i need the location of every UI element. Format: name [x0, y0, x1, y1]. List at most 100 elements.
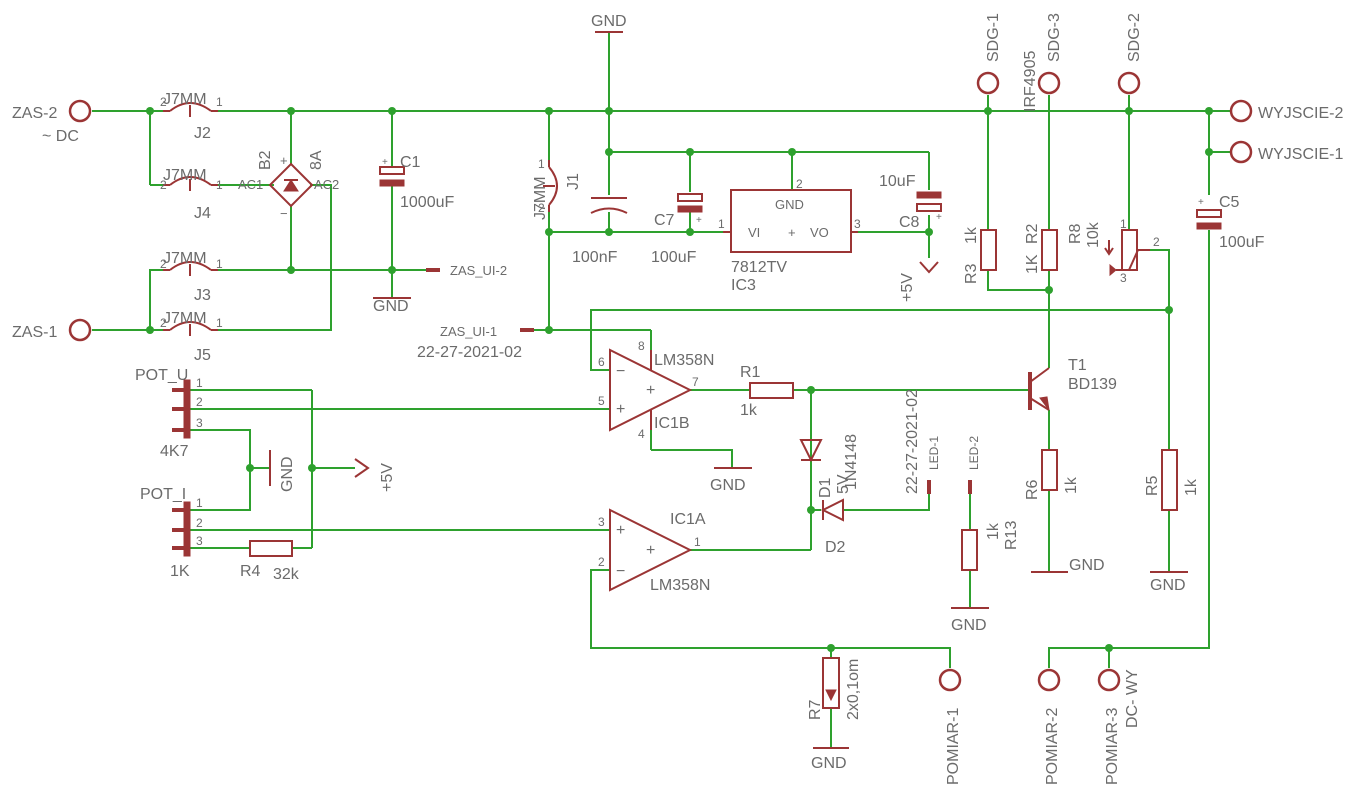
schematic-label: 22-27-2021-02 [904, 389, 921, 494]
schematic-label: POMIAR-3 [1104, 708, 1121, 785]
schematic-label: 1 [538, 157, 545, 171]
schematic-label: 7 [692, 375, 699, 389]
schematic-label: 2 [796, 177, 803, 191]
opamps [609, 348, 693, 592]
pad-zas2 [68, 99, 92, 123]
schematic-label: 2 [160, 178, 167, 192]
schematic-label: 2x0,1om [845, 659, 862, 720]
capacitors [379, 166, 1222, 230]
jumper-j4 [163, 176, 218, 191]
schematic-label: + [646, 382, 655, 399]
label-zas1: ZAS-1 [12, 324, 57, 341]
schematic-label: IC3 [731, 277, 756, 294]
schematic-label: 1 [216, 95, 223, 109]
schematic-label: − [280, 206, 288, 221]
schematic-label: 2 [160, 257, 167, 271]
schematic-label: WYJSCIE-1 [1258, 146, 1343, 163]
schematic-label: VO [810, 225, 829, 240]
schematic-label: 6 [598, 355, 605, 369]
schematic-label: C8 [899, 214, 920, 231]
schematic-label: 10k [1085, 221, 1102, 248]
schematic-label: 1N4148 [843, 434, 860, 490]
schematic-label: ZAS_UI-1 [440, 324, 497, 339]
connector-pads [68, 71, 1253, 692]
schematic-label: LM358N [650, 577, 710, 594]
schematic-label: 2 [160, 95, 167, 109]
pad-sdg2 [1117, 71, 1141, 95]
pad-pomiar2 [1037, 668, 1061, 692]
schematic-label: 2 [196, 395, 203, 409]
schematic-label: 4K7 [160, 443, 189, 460]
schematic-label: 2 [598, 555, 605, 569]
schematic-label: + [616, 522, 625, 539]
bridge-rectifier-b2 [268, 162, 314, 208]
schematic-label: + [1198, 197, 1204, 208]
schematic-label: 8A [308, 150, 325, 170]
schematic-label: J7MM [163, 91, 207, 108]
schematic-label: 1k [985, 522, 1002, 540]
schematic-label: 3 [1120, 271, 1127, 285]
schematic-label: 3 [196, 416, 203, 430]
junctions [146, 107, 1213, 652]
schematic-label: R5 [1144, 475, 1161, 496]
schematic-label: 1k [740, 402, 758, 419]
schematic-label: 22-27-2021-02 [417, 344, 522, 361]
resistor-r6 [1041, 449, 1058, 491]
schematic-label: 10uF [879, 173, 916, 190]
regulator-ic3 [723, 189, 858, 253]
diodes [799, 439, 844, 522]
schematic-label: 4 [638, 427, 645, 441]
schematic-label: 1k [1063, 476, 1080, 494]
schematic-label: + [616, 401, 625, 418]
schematic-label: D2 [825, 539, 846, 556]
schematic-label: C7 [654, 212, 675, 229]
schematic-label: + [646, 542, 655, 559]
text-labels: ZAS-2 ~ DC ZAS-1 J7MM J2 J7MM J4 J7MM J3… [12, 13, 1343, 785]
schematic-label: − [616, 563, 625, 580]
schematic-label: 2 [1153, 235, 1160, 249]
schematic-label: 1K [1024, 254, 1041, 274]
schematic-label: 32k [273, 566, 300, 583]
schematic-label: 100uF [1219, 234, 1265, 251]
resistor-r5 [1161, 449, 1178, 511]
schematic-label: R7 [807, 699, 824, 720]
schematic-label: AC2 [314, 177, 339, 192]
schematic-label: J2 [194, 125, 211, 142]
schematic-label: J3 [194, 287, 211, 304]
schematic-label: 1 [216, 178, 223, 192]
resistor-r8 [1121, 229, 1138, 271]
schematic-label: + [788, 225, 796, 240]
schematic-label: 1 [216, 257, 223, 271]
schematic-label: IRF4905 [1022, 51, 1039, 112]
schematic-label: T1 [1068, 357, 1087, 374]
resistor-r1 [749, 382, 794, 399]
schematic-label: +5V [379, 463, 396, 492]
schematic-label: 1k [963, 226, 980, 244]
capacitor-c8 [916, 191, 942, 212]
schematic-label: + [936, 212, 942, 223]
capacitor-c1 [379, 166, 405, 187]
schematic-label: 5 [598, 394, 605, 408]
label-dc-in: ~ DC [42, 128, 79, 145]
resistor-r7-arrow [825, 689, 837, 702]
schematic-label: POMIAR-2 [1044, 708, 1061, 785]
capacitor-c5 [1196, 209, 1222, 230]
schematic-label: GND [1150, 577, 1186, 594]
led-pins [927, 480, 972, 494]
schematic-label: 100nF [572, 249, 618, 266]
pad-pomiar1 [938, 668, 962, 692]
schematic-label: GND [279, 456, 296, 492]
jumper-j5 [163, 321, 218, 336]
jumper-j2 [163, 102, 218, 117]
capacitor-100nf [590, 197, 628, 214]
schematic-label: SDG-3 [1046, 13, 1063, 62]
schematic-label: GND [373, 298, 409, 315]
schematic-label: + [280, 153, 288, 168]
diode-d2 [820, 498, 844, 522]
schematic-label: + [696, 215, 702, 226]
schematic-label: J7MM [163, 310, 207, 327]
schematic-label: GND [951, 617, 987, 634]
schematic-label: R13 [1003, 521, 1020, 550]
schematic-label: 2 [160, 316, 167, 330]
jumper-j3 [163, 261, 218, 276]
